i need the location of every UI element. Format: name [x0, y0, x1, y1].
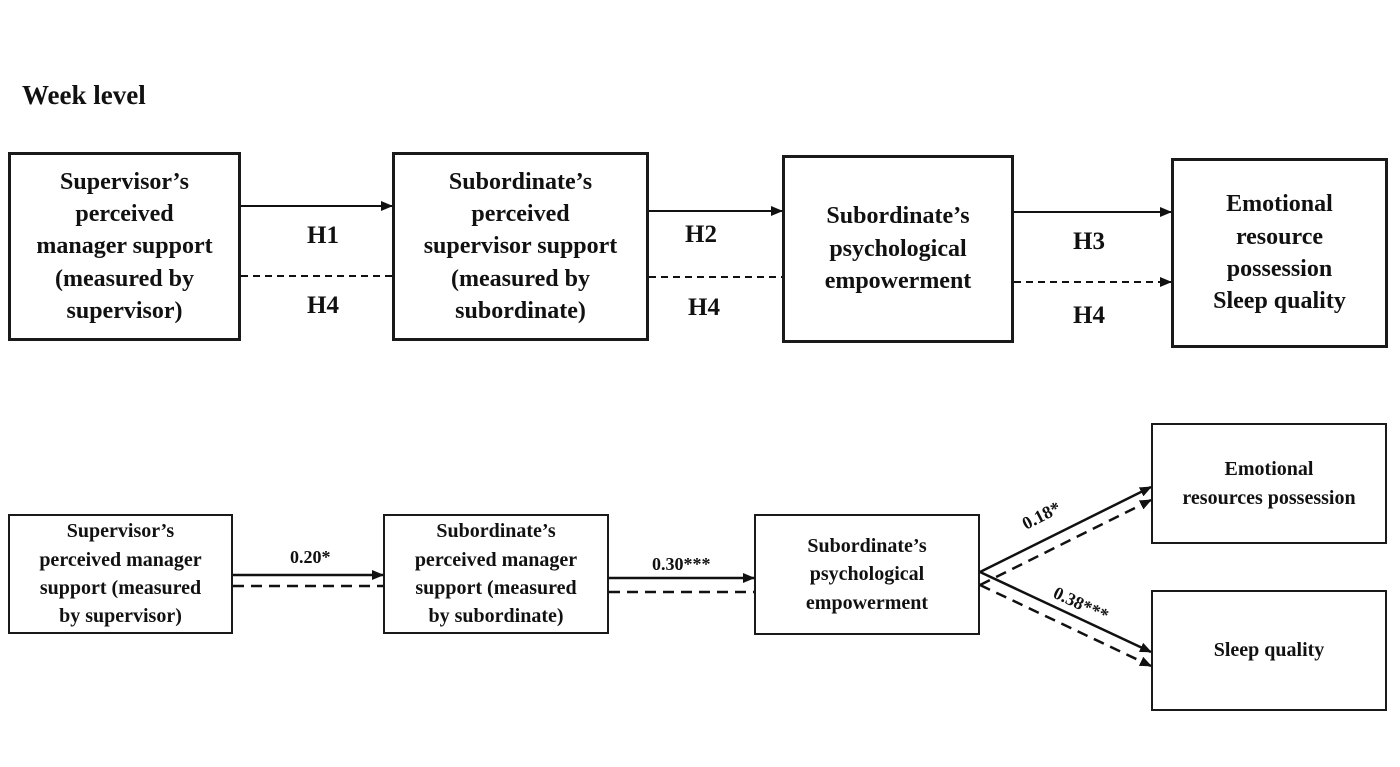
diagram-title: Week level [22, 80, 146, 110]
path-result-4-arrow [979, 570, 1152, 654]
hypothesis-h4-label: H4 [1073, 302, 1105, 329]
box-emotional-resources-result: Emotional resources possession [1151, 423, 1387, 544]
box-supervisor-perceived-support: Supervisor’s perceived manager support (… [8, 152, 241, 341]
box-subordinate-perceived-support: Subordinate’s perceived supervisor suppo… [392, 152, 649, 341]
path-result-3-arrow [979, 485, 1152, 574]
box-outcomes: Emotional resource possession Sleep qual… [1171, 158, 1388, 348]
box-sleep-quality-result: Sleep quality [1151, 590, 1387, 711]
box-supervisor-perceived-support-result: Supervisor’s perceived manager support (… [8, 514, 233, 634]
path-result-dashed-4 [979, 583, 1152, 668]
box-psychological-empowerment: Subordinate’s psychological empowerment [782, 155, 1014, 343]
coefficient-label: 0.18* [1019, 497, 1064, 533]
box-psychological-empowerment-result: Subordinate’s psychological empowerment [754, 514, 980, 635]
hypothesis-h4-label: H4 [688, 294, 720, 321]
hypothesis-h2-label: H2 [685, 221, 717, 248]
hypothesis-h3-label: H3 [1073, 228, 1105, 255]
coefficient-label: 0.20* [290, 547, 331, 567]
hypothesis-h4-label: H4 [307, 292, 339, 319]
path-result-dashed-3 [979, 498, 1152, 587]
coefficient-label: 0.30*** [652, 554, 711, 574]
box-subordinate-perceived-support-result: Subordinate’s perceived manager support … [383, 514, 609, 634]
hypothesis-h1-label: H1 [307, 222, 339, 249]
